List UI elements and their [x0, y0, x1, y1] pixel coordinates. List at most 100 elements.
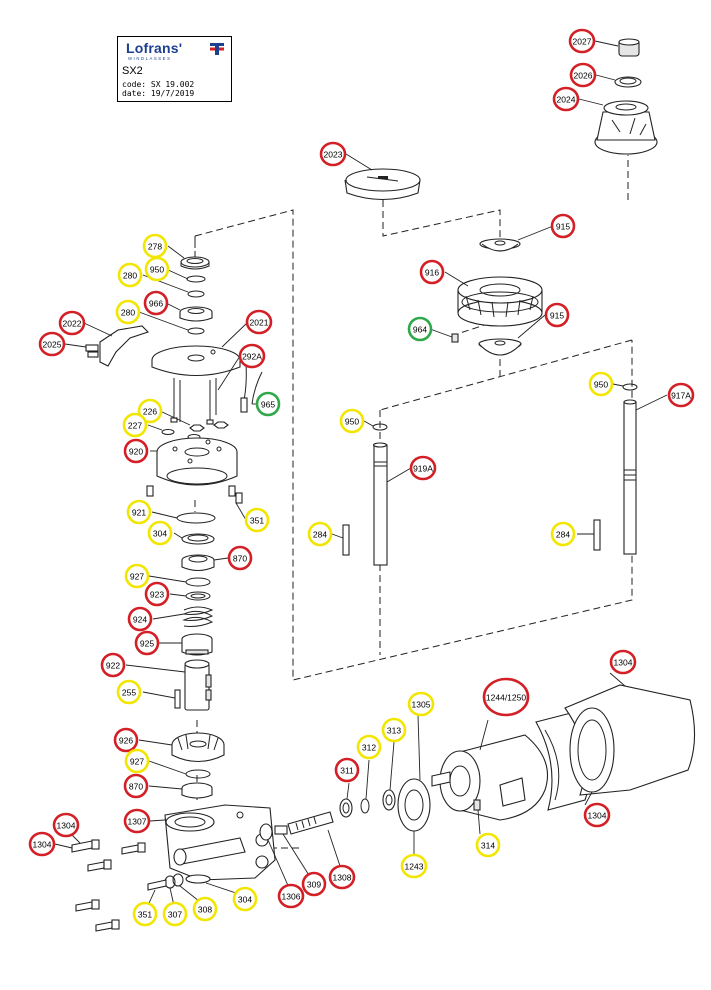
callout-870: 870 [123, 773, 149, 799]
part-920-flange [156, 437, 238, 486]
callout-label: 312 [362, 743, 376, 753]
part-2023-cover [344, 168, 421, 200]
callout-label: 227 [128, 421, 142, 431]
part-2025-pin [85, 344, 99, 358]
callout-label: 870 [129, 782, 143, 792]
part-226-nuts [189, 421, 229, 432]
callout-circle [400, 853, 428, 879]
callout-927: 927 [124, 563, 150, 589]
callout-label: 309 [307, 880, 321, 890]
callout-312: 312 [356, 734, 382, 760]
callout-circle [232, 886, 258, 912]
callout-circle [123, 808, 151, 834]
part-927-washer-lower [185, 769, 211, 779]
callout-1244-1250: 1244/1250 [482, 677, 530, 717]
callout-1304: 1304 [52, 812, 80, 838]
callout-label: 308 [198, 905, 212, 915]
part-965-sensor [251, 371, 263, 405]
callout-label: 1308 [333, 873, 352, 883]
callout-circle [667, 382, 695, 408]
callout-label: 2027 [573, 37, 592, 47]
callout-284: 284 [307, 521, 333, 547]
callout-circle [381, 717, 407, 743]
callout-label: 964 [413, 325, 427, 335]
callout-circle [550, 213, 576, 239]
part-280-oring-lower [187, 327, 205, 335]
callout-circle [583, 802, 611, 828]
leader-lines [54, 40, 668, 913]
callout-label: 314 [481, 841, 495, 851]
part-915-cone-bottom [478, 338, 522, 356]
callout-label: 966 [149, 299, 163, 309]
callout-1306: 1306 [277, 883, 305, 909]
brand-logo: Lofrans' WINDLASSES [122, 40, 224, 62]
part-926-gear [171, 732, 225, 763]
part-870-bearing-upper [181, 554, 215, 572]
callout-950: 950 [144, 256, 170, 282]
callout-circle [238, 343, 266, 369]
callout-2022: 2022 [58, 310, 86, 336]
part-870-bearing-lower [181, 782, 213, 799]
callout-label: 278 [148, 242, 162, 252]
callout-label: 919A [413, 464, 433, 474]
callout-label: 2021 [250, 318, 269, 328]
callout-label: 2024 [557, 95, 576, 105]
callout-304: 304 [147, 520, 173, 546]
callout-label: 922 [106, 661, 120, 671]
part-917A-shaft [623, 399, 637, 555]
callout-label: 921 [132, 508, 146, 518]
part-311-bearing [339, 798, 353, 818]
callout-1243: 1243 [400, 853, 428, 879]
callout-label: 307 [168, 910, 182, 920]
callout-circle [124, 563, 150, 589]
callout-label: 311 [340, 766, 354, 776]
callout-circle [277, 883, 305, 909]
callout-923: 923 [144, 581, 170, 607]
part-313-seal [382, 789, 396, 811]
part-351-screws-upper [146, 485, 243, 504]
part-919A-shaft [372, 442, 388, 566]
callout-1304: 1304 [583, 802, 611, 828]
callout-circle [192, 896, 218, 922]
drawing-code: code: SX 19.002 [122, 80, 195, 89]
callout-circle [132, 901, 158, 927]
callout-circle [552, 86, 580, 112]
part-304-ring-upper [181, 533, 215, 545]
part-312-circlip [360, 798, 370, 814]
callout-280: 280 [115, 299, 141, 325]
part-2022-lever [99, 325, 150, 367]
callout-1305: 1305 [407, 691, 435, 717]
callout-circle [162, 901, 188, 927]
callout-circle [407, 691, 435, 717]
callout-924: 924 [127, 606, 153, 632]
callout-966: 966 [143, 290, 169, 316]
callout-circle [307, 521, 333, 547]
callout-964: 964 [407, 316, 433, 342]
part-922-shaft [184, 659, 212, 711]
part-1304-bolts [71, 839, 146, 932]
callout-circle [124, 748, 150, 774]
callout-351: 351 [132, 901, 158, 927]
callout-circle [568, 28, 596, 54]
part-950-circlip-top [186, 275, 206, 283]
callout-label: 284 [313, 530, 327, 540]
callout-950: 950 [339, 408, 365, 434]
callout-304: 304 [232, 886, 258, 912]
callout-circle [255, 391, 281, 417]
callout-1304: 1304 [609, 649, 637, 675]
part-1308-worm [287, 811, 334, 835]
callout-label: 280 [123, 271, 137, 281]
callout-2023: 2023 [319, 141, 347, 167]
callout-circle [127, 606, 153, 632]
part-927-washer-upper [185, 577, 211, 587]
part-255-key [174, 689, 181, 709]
part-280-oring-upper [187, 290, 205, 298]
model-name: SX2 [122, 65, 143, 77]
callout-label: 1244/1250 [486, 693, 526, 703]
callout-circle [137, 398, 163, 424]
callout-309: 309 [301, 871, 327, 897]
part-284-key-right [593, 519, 601, 551]
callout-915: 915 [544, 302, 570, 328]
callout-2025: 2025 [38, 331, 66, 357]
